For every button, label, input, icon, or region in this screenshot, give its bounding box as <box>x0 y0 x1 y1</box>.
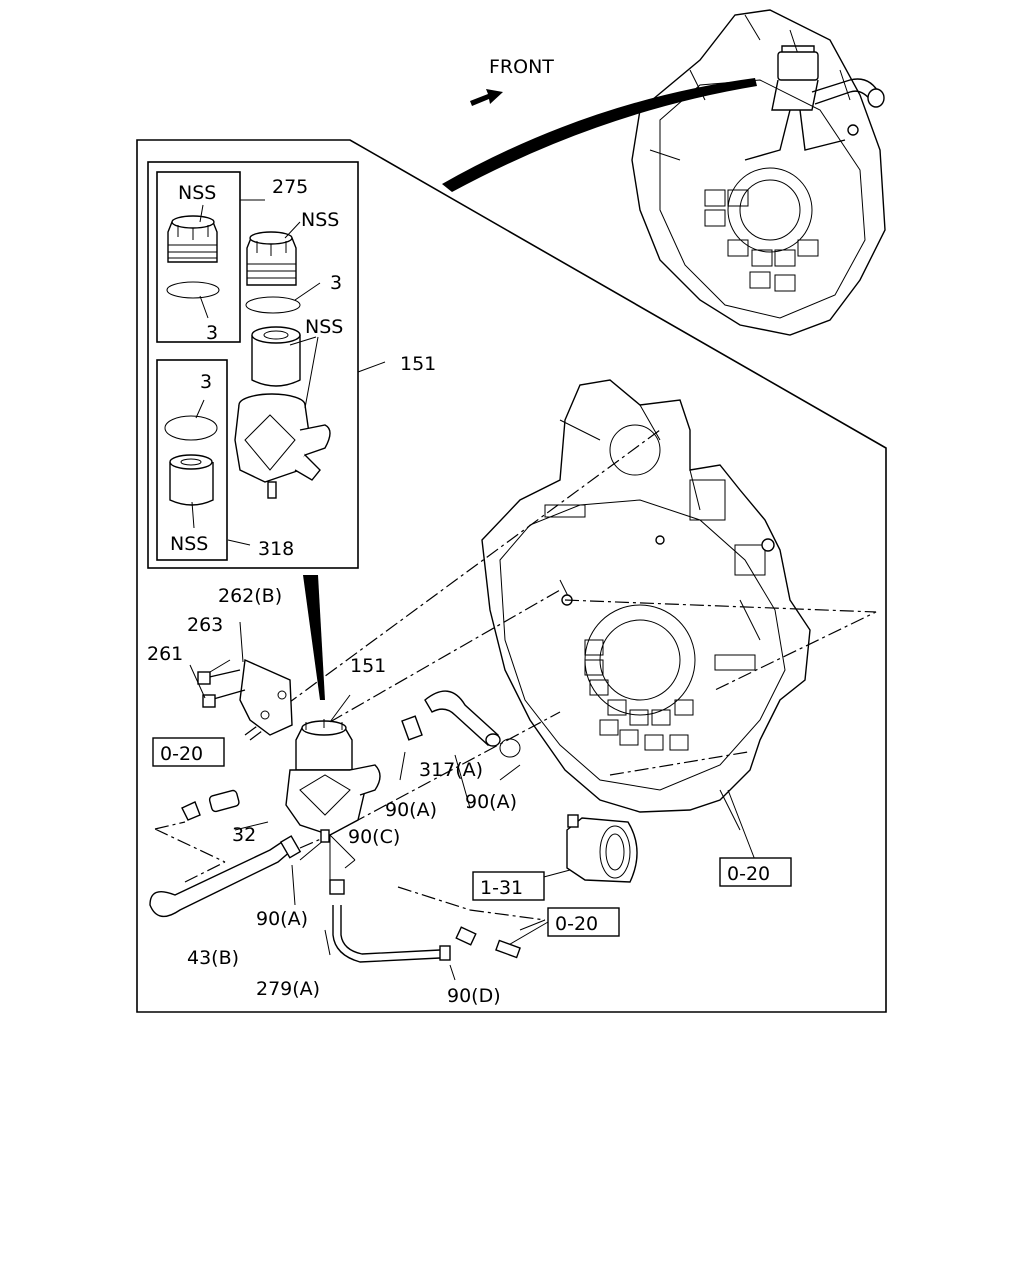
ref-131: 1-31 <box>480 877 523 899</box>
callout-90a-1: 90(A) <box>385 799 437 821</box>
hose-279a-drawing <box>329 879 451 963</box>
callout-317a: 317(A) <box>419 759 483 781</box>
exploded-panel <box>147 161 359 569</box>
part-131-drawing <box>566 814 638 883</box>
callout-nss-b: NSS <box>301 209 339 231</box>
callout-3-c: 3 <box>200 371 212 393</box>
callout-90a-2: 90(A) <box>465 791 517 813</box>
callout-43b: 43(B) <box>187 947 239 969</box>
flywheel-housing-drawing <box>481 379 811 831</box>
cap-right-drawing <box>245 231 301 314</box>
callout-3-b: 3 <box>206 322 218 344</box>
callout-3-a: 3 <box>330 272 342 294</box>
ref-020-b: 0-20 <box>727 863 770 885</box>
callout-90d: 90(D) <box>447 985 501 1007</box>
callout-262b: 262(B) <box>218 585 282 607</box>
diagram-frame <box>136 139 887 1013</box>
hose-317a-drawing <box>401 690 521 758</box>
bracket-262b-drawing <box>189 621 293 736</box>
housing-body-drawing <box>234 393 331 499</box>
callout-32: 32 <box>232 824 256 846</box>
filter-element-drawing <box>251 326 301 387</box>
callout-90a-3: 90(A) <box>256 908 308 930</box>
panel-to-part-leader <box>303 575 325 700</box>
panel-callouts: NSS 275 NSS 3 3 NSS 151 3 NSS 318 <box>170 176 436 560</box>
front-arrow-icon <box>470 89 503 106</box>
ref-box-020-c <box>547 907 620 937</box>
fitting-32-drawing <box>181 789 240 821</box>
main-callouts: 262(B) 263 261 151 0-20 32 317(A) 90(A) … <box>147 585 792 1007</box>
assembled-housing-view <box>631 9 886 336</box>
callout-151-panel: 151 <box>400 353 436 375</box>
callout-275: 275 <box>272 176 308 198</box>
hose-43b-drawing <box>149 835 302 918</box>
cap-left-drawing <box>166 215 220 299</box>
assembly-lines <box>154 429 877 921</box>
panel-leaders <box>191 199 386 546</box>
front-indicator: FRONT <box>470 56 554 106</box>
sub-box-275 <box>156 171 241 343</box>
ref-box-020-b <box>719 857 792 887</box>
ref-box-020-a <box>152 737 225 767</box>
front-label: FRONT <box>489 56 554 78</box>
callout-nss-d: NSS <box>170 533 208 555</box>
callout-nss-c: NSS <box>305 316 343 338</box>
fitting-90d-drawing <box>455 926 521 959</box>
sub-box-318 <box>156 359 228 561</box>
callout-263: 263 <box>187 614 223 636</box>
callout-318: 318 <box>258 538 294 560</box>
ref-box-131 <box>472 871 545 901</box>
ref-020-c: 0-20 <box>555 913 598 935</box>
callout-261: 261 <box>147 643 183 665</box>
location-leader <box>442 78 757 192</box>
callout-151-main: 151 <box>350 655 386 677</box>
ref-020-a: 0-20 <box>160 743 203 765</box>
callout-279a: 279(A) <box>256 978 320 1000</box>
filter-318-drawing <box>164 415 218 506</box>
breather-151-drawing <box>285 694 381 843</box>
callout-90c: 90(C) <box>348 826 400 848</box>
callout-nss-a: NSS <box>178 182 216 204</box>
